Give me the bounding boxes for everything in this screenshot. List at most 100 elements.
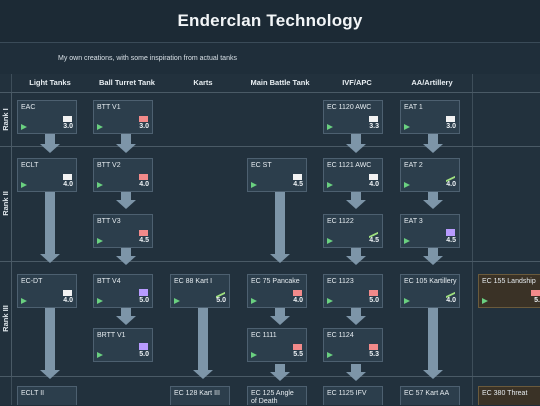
light-tank-class-icon bbox=[63, 174, 72, 180]
card-tier: 3.3 bbox=[369, 123, 379, 130]
tech-card-ec-1122[interactable]: EC 1122 4.5 bbox=[323, 214, 383, 248]
card-name: EC 1124 bbox=[327, 332, 354, 339]
card-name: EC 155 Landship bbox=[482, 278, 536, 285]
connector-arrowhead bbox=[423, 200, 443, 209]
connector-arrowhead bbox=[116, 144, 136, 153]
tech-card-ec-1120-awc[interactable]: EC 1120 AWC 3.3 bbox=[323, 100, 383, 134]
tech-card-ec-1124[interactable]: EC 1124 5.3 bbox=[323, 328, 383, 362]
nation-flag-icon bbox=[404, 298, 410, 304]
tech-card-eclt[interactable]: ECLT 4.0 bbox=[17, 158, 77, 192]
connector-arrow bbox=[121, 248, 131, 256]
tech-card-btt-v1[interactable]: BTT V1 3.0 bbox=[93, 100, 153, 134]
tech-card-brtt-v1[interactable]: BRTT V1 5.0 bbox=[93, 328, 153, 362]
tech-card-ec-57-kart-aa[interactable]: EC 57 Kart AA bbox=[400, 386, 460, 405]
card-tier: 4.0 bbox=[63, 181, 73, 188]
connector-arrowhead bbox=[346, 144, 366, 153]
nation-flag-icon bbox=[327, 124, 333, 130]
tech-card-ec-1111[interactable]: EC 1111 5.5 bbox=[247, 328, 307, 362]
connector-arrow bbox=[428, 192, 438, 200]
card-name: EC 125 Angle of Death bbox=[251, 390, 294, 405]
card-tier: 4.0 bbox=[293, 297, 303, 304]
card-name: EC 1120 AWC bbox=[327, 104, 372, 111]
page-title: Enderclan Technology bbox=[177, 11, 363, 30]
connector-arrow bbox=[275, 192, 285, 254]
tech-card-ec-dt[interactable]: EC-DT 4.0 bbox=[17, 274, 77, 308]
premium-class-icon bbox=[531, 290, 540, 296]
card-tier: 4.5 bbox=[139, 237, 149, 244]
tech-card-ec-125-angle-of-death[interactable]: EC 125 Angle of Death bbox=[247, 386, 307, 405]
nation-flag-icon bbox=[174, 298, 180, 304]
tech-card-eclt-ii[interactable]: ECLT II bbox=[17, 386, 77, 405]
tech-card-btt-v4[interactable]: BTT V4 5.0 bbox=[93, 274, 153, 308]
card-tier: 5.0 bbox=[139, 351, 149, 358]
tech-card-eat-2[interactable]: EAT 2 4.0 bbox=[400, 158, 460, 192]
mbt-class-icon bbox=[293, 174, 302, 180]
card-name: EC ST bbox=[251, 162, 272, 169]
ifv-class-icon bbox=[369, 174, 378, 180]
column-header-ifv-apc: IVF/APC bbox=[342, 78, 372, 87]
subtitle-bar: My own creations, with some inspiration … bbox=[0, 43, 540, 74]
connector-arrow bbox=[428, 308, 438, 370]
connector-arrowhead bbox=[116, 256, 136, 265]
tech-card-eat-1[interactable]: EAT 1 3.0 bbox=[400, 100, 460, 134]
card-name: BTT V3 bbox=[97, 218, 121, 225]
tech-card-btt-v2[interactable]: BTT V2 4.0 bbox=[93, 158, 153, 192]
connector-arrowhead bbox=[423, 370, 443, 379]
card-name: ECLT II bbox=[21, 390, 45, 397]
tech-card-eat-3[interactable]: EAT 3 4.5 bbox=[400, 214, 460, 248]
card-name: EC 88 Kart I bbox=[174, 278, 213, 285]
connector-arrowhead bbox=[116, 200, 136, 209]
connector-arrow bbox=[428, 134, 438, 144]
connector-arrow bbox=[351, 192, 361, 200]
card-name: EC 57 Kart AA bbox=[404, 390, 450, 397]
card-tier: 4.0 bbox=[369, 181, 379, 188]
ifv-class-icon bbox=[369, 344, 378, 350]
card-tier: 3.0 bbox=[139, 123, 149, 130]
connector-arrow bbox=[121, 134, 131, 144]
connector-arrowhead bbox=[423, 144, 443, 153]
card-tier: 5.0 bbox=[139, 297, 149, 304]
column-header-light-tanks: Light Tanks bbox=[29, 78, 71, 87]
connector-arrow bbox=[351, 248, 361, 256]
tech-card-eac[interactable]: EAC 3.0 bbox=[17, 100, 77, 134]
tech-card-ec-155-landship[interactable]: EC 155 Landship 5. bbox=[478, 274, 540, 308]
nation-flag-icon bbox=[404, 238, 410, 244]
connector-arrowhead bbox=[193, 370, 213, 379]
card-tier: 5.5 bbox=[293, 351, 303, 358]
connector-arrow bbox=[275, 364, 285, 372]
card-name: BTT V4 bbox=[97, 278, 121, 285]
nation-flag-icon bbox=[327, 182, 333, 188]
card-name: EC 1122 bbox=[327, 218, 354, 225]
tech-card-ec-st[interactable]: EC ST 4.5 bbox=[247, 158, 307, 192]
connector-arrow bbox=[275, 308, 285, 316]
ball-turret-class-icon bbox=[139, 174, 148, 180]
card-tier: 4.5 bbox=[369, 237, 379, 244]
connector-arrowhead bbox=[270, 372, 290, 381]
card-name: EAC bbox=[21, 104, 36, 111]
tech-card-ec-1123[interactable]: EC 1123 5.0 bbox=[323, 274, 383, 308]
card-name: EC 1125 IFV bbox=[327, 390, 367, 397]
column-header-main-battle-tank: Main Battle Tank bbox=[250, 78, 310, 87]
card-name: EAT 1 bbox=[404, 104, 423, 111]
tech-card-ec-1125-ifv[interactable]: EC 1125 IFV bbox=[323, 386, 383, 405]
nation-flag-icon bbox=[21, 298, 27, 304]
card-name: BTT V1 bbox=[97, 104, 121, 111]
column-header-karts: Karts bbox=[193, 78, 213, 87]
card-name: EC 1111 bbox=[251, 332, 277, 339]
nation-flag-icon bbox=[327, 352, 333, 358]
tech-card-ec-1121-awc[interactable]: EC 1121 AWC 4.0 bbox=[323, 158, 383, 192]
connector-arrowhead bbox=[346, 200, 366, 209]
tech-card-btt-v3[interactable]: BTT V3 4.5 bbox=[93, 214, 153, 248]
tech-card-ec-75-pancake[interactable]: EC 75 Pancake 4.0 bbox=[247, 274, 307, 308]
card-tier: 5.3 bbox=[369, 351, 379, 358]
tech-card-ec-105-kartillery[interactable]: EC 105 Kartillery 4.0 bbox=[400, 274, 460, 308]
connector-arrow bbox=[121, 192, 131, 200]
connector-arrow bbox=[45, 308, 55, 370]
connector-arrow bbox=[351, 308, 361, 316]
tech-card-ec-380-threat[interactable]: EC 380 Threat bbox=[478, 386, 540, 405]
page-subtitle: My own creations, with some inspiration … bbox=[58, 55, 237, 62]
tech-card-ec-88-kart-i[interactable]: EC 88 Kart I 5.0 bbox=[170, 274, 230, 308]
tech-card-ec-128-kart-iii[interactable]: EC 128 Kart III bbox=[170, 386, 230, 405]
card-name: EC 380 Threat bbox=[482, 390, 528, 397]
connector-arrow bbox=[428, 248, 438, 256]
